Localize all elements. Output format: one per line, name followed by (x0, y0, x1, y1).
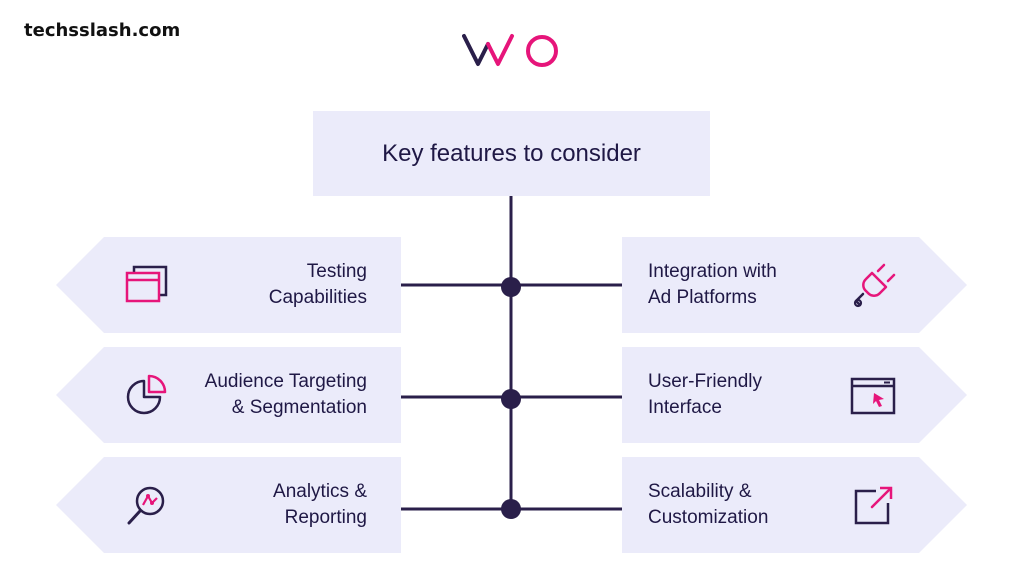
feature-label: Audience Targeting & Segmentation (204, 371, 367, 418)
feature-card-audience: Audience Targeting & Segmentation (56, 347, 401, 443)
browser-windows-icon (125, 265, 168, 303)
plug-icon (848, 261, 898, 311)
feature-label: Analytics & Reporting (273, 481, 367, 528)
feature-label: User-Friendly Interface (648, 371, 763, 418)
feature-card-scalability: Scalability & Customization (622, 457, 967, 553)
feature-label: Integration with Ad Platforms (648, 261, 777, 308)
vwo-logo (462, 34, 558, 67)
feature-card-analytics: Analytics & Reporting (56, 457, 401, 553)
feature-label: Scalability & Customization (648, 481, 769, 528)
feature-card-integration: Integration with Ad Platforms (622, 237, 967, 333)
expand-arrow-icon (848, 481, 898, 531)
pie-chart-icon (126, 374, 167, 415)
junction-dot (501, 277, 521, 297)
junction-dot (501, 389, 521, 409)
feature-card-user-friendly: User-Friendly Interface (622, 347, 967, 443)
browser-cursor-icon (848, 371, 898, 421)
feature-card-testing: Testing Capabilities (56, 237, 401, 333)
diagram-title: Key features to consider (313, 111, 710, 196)
magnifier-graph-icon (127, 486, 165, 525)
junction-dot (501, 499, 521, 519)
site-watermark: techsslash.com (24, 20, 181, 41)
feature-label: Testing Capabilities (268, 261, 367, 308)
